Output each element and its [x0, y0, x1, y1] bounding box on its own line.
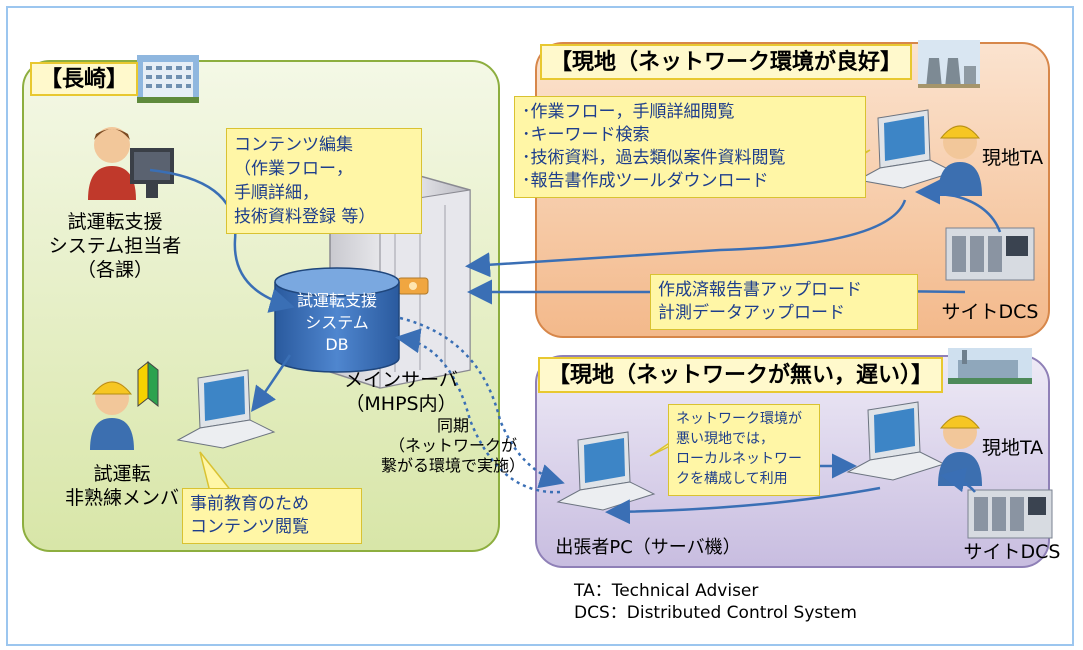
dcs-cabinet-icon-2 [967, 489, 1053, 539]
note-line: 作成済報告書アップロード [658, 280, 862, 300]
note-line: ･技術資料，過去類似案件資料閲覧 [522, 148, 786, 168]
power-plant-icon-good [918, 40, 980, 88]
note-line: コンテンツ編集 [234, 135, 353, 155]
site-dcs-label-2: サイトDCS [963, 541, 1061, 563]
label-line: DB [325, 335, 349, 354]
note-line: ･報告書作成ツールダウンロード [522, 171, 769, 191]
label-line: 試運転 [93, 463, 151, 485]
label-line: 試運転支援 [296, 291, 377, 310]
label-line: システム担当者 [48, 235, 182, 257]
db-label: 試運転支援 システム DB [280, 290, 394, 356]
dcs-cabinet-icon-1 [945, 227, 1035, 281]
site-ta-worker-icon-2 [938, 415, 982, 486]
site-bad-title: 【現地（ネットワークが無い，遅い）】 [538, 357, 944, 393]
note-content-edit: コンテンツ編集 （作業フロー， 手順詳細， 技術資料登録 等） [226, 128, 422, 234]
note-line: 悪い現地では， [676, 431, 774, 447]
note-pre-education: 事前教育のため コンテンツ閲覧 [182, 488, 362, 544]
note-line: ローカルネットワー [676, 451, 802, 467]
label-line: （ネットワークが [388, 436, 517, 455]
label-line: 試運転支援 [67, 211, 163, 233]
admin-user-icon [88, 127, 174, 200]
trip-pc-label: 出張者PC（サーバ機） [555, 537, 741, 558]
note-line: クを構成して利用 [676, 471, 788, 487]
site-good-title: 【現地（ネットワーク環境が良好】 [540, 44, 913, 80]
beginner-mark-icon [137, 360, 159, 408]
site-dcs-label-1: サイトDCS [941, 301, 1039, 323]
label-line: （各課） [76, 259, 153, 281]
figure-frame [6, 6, 1074, 646]
site-ta-worker-icon-1 [938, 125, 982, 196]
label-line: （MHPS内） [345, 393, 457, 415]
note-line: 計測データアップロード [658, 303, 845, 323]
callout-pointer-pre-education [199, 451, 234, 493]
note-line: 事前教育のため [190, 494, 309, 514]
note-functions: ･作業フロー，手順詳細閲覧 ･キーワード検索 ･技術資料，過去類似案件資料閲覧 … [514, 96, 866, 198]
note-line: ･キーワード検索 [522, 125, 650, 145]
sync-label: 同期 （ネットワークが 繋がる環境で実施） [368, 416, 538, 476]
label-line: メインサーバ [344, 369, 458, 391]
site-ta-label-2: 現地TA [982, 437, 1044, 459]
arrow-db-to-novice [251, 354, 292, 413]
laptop-icon-novice [176, 369, 276, 449]
novice-worker-icon [90, 381, 134, 450]
label-line: システム [305, 313, 369, 332]
arrow-server-to-site [465, 199, 907, 278]
arrow-dcs-to-laptop-1 [915, 179, 1002, 233]
abbreviation-legend: TA：Technical Adviser DCS：Distributed Con… [574, 580, 857, 624]
legend-line: TA：Technical Adviser [574, 581, 759, 601]
note-upload: 作成済報告書アップロード 計測データアップロード [650, 274, 918, 330]
label-line: 繋がる環境で実施） [380, 456, 525, 475]
laptop-icon-trip-pc [556, 431, 656, 511]
nagasaki-title: 【長崎】 [30, 62, 139, 96]
note-line: ネットワーク環境が [676, 411, 802, 427]
novice-label: 試運転 非熟練メンバ [52, 462, 192, 510]
label-line: 非熟練メンバ [64, 487, 179, 509]
note-line: 技術資料登録 等） [234, 207, 376, 227]
database-icon [274, 267, 400, 373]
note-line: コンテンツ閲覧 [190, 517, 309, 537]
note-line: 手順詳細， [234, 183, 319, 203]
nagasaki-building-icon [137, 55, 199, 103]
arrow-site-to-trip [605, 486, 881, 525]
note-local-network: ネットワーク環境が 悪い現地では， ローカルネットワー クを構成して利用 [668, 404, 820, 496]
arrow-admin-to-db [149, 168, 295, 313]
label-line: 同期 [436, 416, 469, 435]
power-plant-icon-bad [948, 348, 1032, 384]
note-line: ･作業フロー，手順詳細閲覧 [522, 102, 735, 122]
sync-dotted-arrow-1 [399, 316, 565, 489]
legend-line: DCS：Distributed Control System [574, 603, 857, 623]
main-server-label: メインサーバ （MHPS内） [336, 368, 466, 416]
laptop-icon-site-bad [846, 401, 946, 481]
laptop-icon-site-good [856, 109, 956, 189]
site-ta-label-1: 現地TA [982, 147, 1044, 169]
arrow-dcs-to-laptop-2 [940, 467, 976, 493]
note-line: （作業フロー， [234, 159, 353, 179]
admin-label: 試運転支援 システム担当者 （各課） [40, 210, 190, 282]
